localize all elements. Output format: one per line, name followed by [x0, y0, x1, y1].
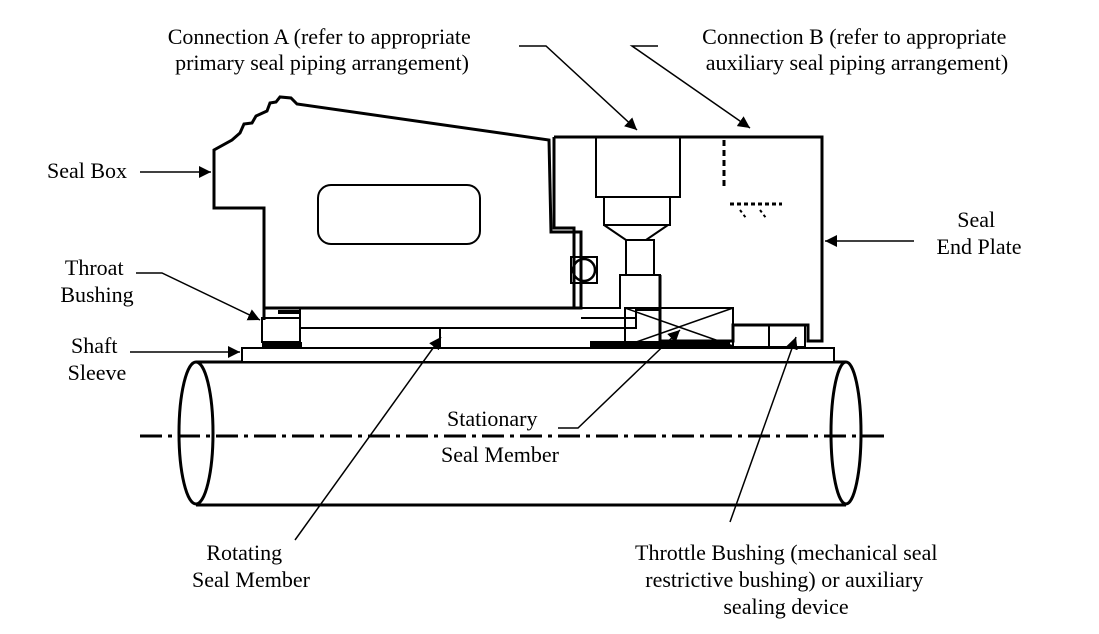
label-seal-box: Seal Box	[47, 158, 127, 183]
leader-throat-bushing	[136, 272, 261, 321]
label-connection-a: Connection A (refer to appropriate prima…	[168, 24, 477, 75]
connection-a-port	[595, 136, 681, 198]
label-seal-end-plate: Seal End Plate	[937, 207, 1022, 259]
label-rotating-seal-member: Rotating Seal Member	[192, 540, 311, 592]
seal-end-plate	[552, 135, 824, 343]
leader-stationary	[558, 329, 681, 429]
seal-box-window	[317, 184, 481, 245]
seal-box	[212, 95, 598, 320]
leader-connection-b	[629, 45, 751, 129]
throat-bushing-part	[261, 310, 302, 348]
shaft	[177, 360, 863, 507]
leader-lines	[130, 45, 914, 541]
leader-rotating	[294, 336, 442, 541]
label-connection-b: Connection B (refer to appropriate auxil…	[702, 24, 1012, 75]
rotating-seal-part	[299, 274, 661, 348]
label-throat-bushing: Throat Bushing	[60, 255, 133, 307]
label-throttle-bushing: Throttle Bushing (mechanical seal restri…	[635, 540, 943, 619]
leader-connection-a	[519, 45, 638, 131]
label-stationary-seal-member: Stationary Seal Member	[441, 406, 560, 467]
leader-throttle	[729, 336, 798, 523]
shaft-sleeve	[241, 347, 835, 363]
o-ring-groove	[570, 256, 598, 284]
label-shaft-sleeve: Shaft Sleeve	[68, 333, 127, 385]
o-ring	[571, 257, 597, 283]
